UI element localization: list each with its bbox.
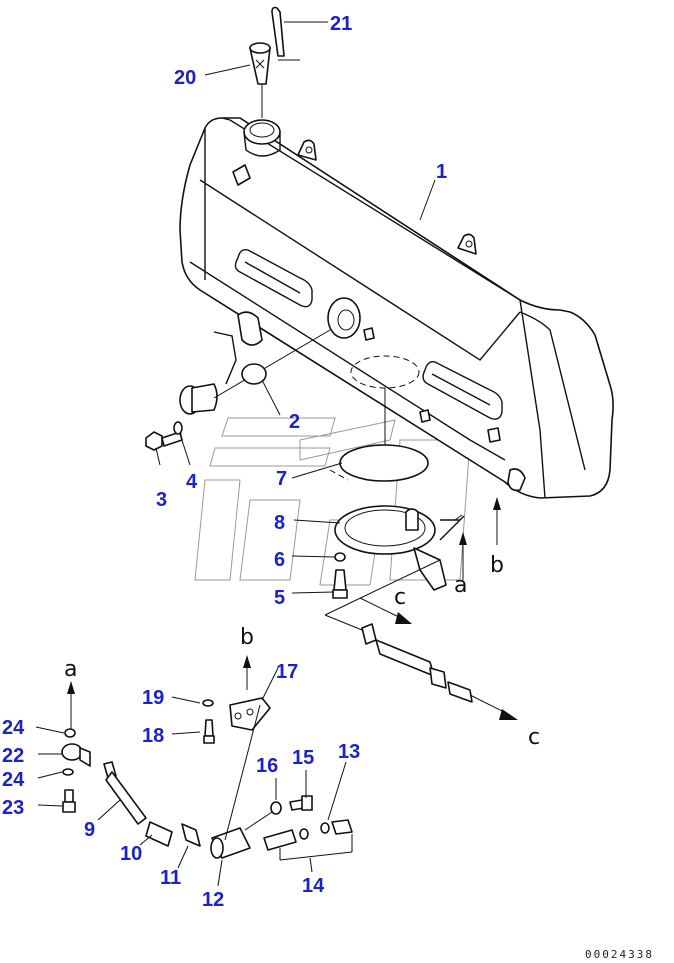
callout-22: 22: [2, 745, 24, 767]
arrow-b-right: [493, 497, 501, 545]
callout-5: 5: [274, 587, 285, 609]
eye-joint-22: [61, 743, 91, 767]
marker-c-right: c: [528, 725, 540, 750]
drawing-code: 00024338: [585, 948, 654, 961]
level-gauge: [179, 329, 331, 416]
callout-2: 2: [289, 411, 300, 433]
bolt-18: [203, 719, 215, 744]
callout-24-bottom: 24: [2, 769, 25, 791]
clamp-10: [145, 821, 173, 847]
callout-17: 17: [276, 661, 298, 683]
hose-9: [103, 761, 147, 825]
bracket-17: [229, 697, 271, 731]
pin-21: [271, 6, 285, 57]
callout-14: 14: [302, 875, 325, 897]
callout-7: 7: [276, 468, 287, 490]
callout-1: 1: [436, 161, 447, 183]
connector-11: [181, 823, 201, 847]
marker-b-right: b: [490, 553, 504, 578]
suction-plate-8: [334, 505, 465, 591]
marker-a-right: a: [454, 573, 467, 598]
filler-strainer-20: [249, 42, 271, 118]
callout-24-top: 24: [2, 717, 25, 739]
arrow-c-right: [469, 694, 518, 720]
callout-8: 8: [274, 512, 285, 534]
washer-24-bottom: [62, 768, 74, 776]
callout-13: 13: [338, 741, 360, 763]
callout-4: 4: [186, 471, 198, 493]
direction-letters: a a b b c c: [64, 553, 540, 750]
callout-16: 16: [256, 755, 278, 777]
callout-9: 9: [84, 819, 95, 841]
washer-6: [334, 552, 346, 562]
marker-b-top: b: [240, 625, 254, 650]
washer-24-top: [64, 728, 76, 738]
callout-10: 10: [120, 843, 142, 865]
callout-12: 12: [202, 889, 224, 911]
callout-3: 3: [156, 489, 167, 511]
callout-19: 19: [142, 687, 164, 709]
arrow-b-left: [243, 655, 251, 690]
return-pipe: [324, 559, 473, 703]
leader-lines: [35, 21, 436, 887]
callout-18: 18: [142, 725, 164, 747]
callouts: 1 2 3 4 5 6 7 8 9 10 11 12 13 14 15 16 1…: [2, 13, 447, 911]
bolt-23: [62, 789, 76, 813]
marker-a-top: a: [64, 657, 77, 682]
fitting-14: [263, 819, 353, 861]
arrow-c-mid: [359, 597, 412, 624]
bolt-5: [332, 569, 348, 599]
callout-6: 6: [274, 549, 285, 571]
callout-23: 23: [2, 797, 24, 819]
callout-20: 20: [174, 67, 196, 89]
callout-15: 15: [292, 747, 314, 769]
callout-21: 21: [330, 13, 352, 35]
washer-4: [173, 421, 183, 435]
callout-11: 11: [160, 867, 181, 889]
marker-c-mid: c: [394, 585, 406, 610]
washer-19: [202, 699, 214, 707]
arrow-a-right: [459, 532, 467, 580]
bolt-15: [289, 795, 313, 811]
o-ring-7: [339, 444, 429, 482]
fuel-tank: [179, 117, 614, 499]
arrow-a-left: [67, 681, 75, 730]
valve-body-12: [210, 704, 273, 859]
bolt-3: [145, 431, 183, 451]
washer-16: [270, 801, 282, 815]
